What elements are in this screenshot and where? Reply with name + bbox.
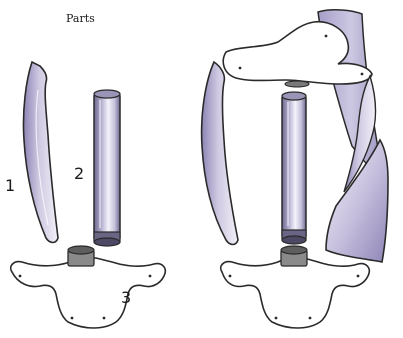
base-part-3 [11,246,166,328]
assembled-tube [282,92,306,244]
tube-part-2 [94,90,120,246]
diagram-title: Parts [66,13,95,24]
assembled-left-blade [202,62,238,245]
part-label-3: 3 [121,290,131,306]
parts-group [11,62,166,328]
blade-part-1 [23,62,58,243]
part-label-1: 1 [5,178,15,194]
part-label-2: 2 [74,166,84,182]
assembled-base [221,246,370,328]
assembly-group [202,10,388,328]
